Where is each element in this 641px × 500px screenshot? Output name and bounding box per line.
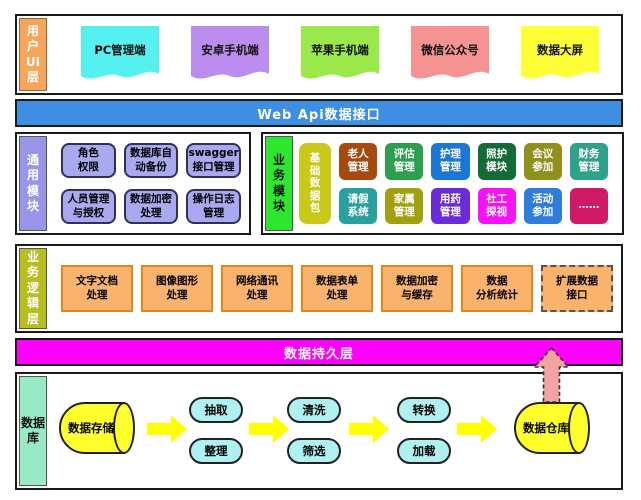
data-warehouse-cylinder: 数据仓库	[514, 402, 590, 454]
flow-arrow-icon	[147, 415, 187, 443]
pill-clean: 清洗	[287, 397, 341, 423]
common-modules-section: 通 用 模 块 角色 权限 数据库自 动备份 swagger 接口管理 人员管理…	[15, 132, 251, 235]
data-storage-cylinder: 数据存储	[59, 402, 135, 454]
pill-extract: 抽取	[189, 397, 243, 423]
tile-nursing-mgmt: 护理 管理	[431, 143, 470, 180]
logic-box-extended-api: 扩展数据 接口	[541, 265, 613, 312]
pill-load: 加载	[397, 438, 451, 464]
flag-label: 安卓手机端	[201, 43, 259, 57]
tile-family-mgmt: 家属 管理	[385, 187, 424, 224]
tile-leave-system: 请假 系统	[339, 187, 378, 224]
tile-meeting-join: 会议 参加	[523, 143, 562, 180]
flow-arrow-icon	[249, 415, 289, 443]
tile-medication-mgmt: 用药 管理	[431, 187, 470, 224]
tile-assessment-mgmt: 评估 管理	[385, 143, 424, 180]
tile-elder-mgmt: 老人 管理	[339, 143, 378, 180]
common-box-db-backup: 数据库自 动备份	[123, 143, 179, 178]
common-box-operation-log: 操作日志 管理	[186, 189, 241, 224]
pill-transform: 转换	[397, 397, 451, 423]
flag-banner-icon	[191, 26, 269, 79]
logic-box-image-graphics: 图像图形 处理	[141, 265, 213, 312]
flag-wechat-account: 微信公众号	[411, 26, 489, 83]
business-modules-section: 业 务 模 块 基 础 数 据 包 老人 管理 评估 管理 护理 管理 照护 模…	[261, 132, 624, 235]
tile-finance-mgmt: 财务 管理	[569, 143, 608, 180]
common-box-swagger: swagger 接口管理	[186, 143, 241, 178]
logic-box-text-doc: 文字文档 处理	[61, 265, 133, 312]
persistence-layer-bar: 数据持久层	[15, 338, 623, 366]
logic-box-analytics: 数据 分析统计	[461, 265, 533, 312]
flag-ios-client: 苹果手机端	[301, 26, 379, 83]
ui-layer-section: 用 户 UI 层 PC管理端 安卓手机端 苹果手机端	[15, 14, 623, 95]
logic-layer-section: 业 务 逻 辑 层 文字文档 处理 图像图形 处理 网络通讯 处理 数据表单 处…	[15, 244, 623, 333]
flag-banner-icon	[521, 26, 599, 79]
logic-boxes-row: 文字文档 处理 图像图形 处理 网络通讯 处理 数据表单 处理 数据加密 与缓存…	[59, 246, 615, 331]
logic-box-network-comm: 网络通讯 处理	[221, 265, 293, 312]
data-warehouse-label: 数据仓库	[523, 421, 569, 435]
flag-label: 微信公众号	[421, 43, 479, 57]
flag-android-client: 安卓手机端	[191, 26, 269, 83]
common-modules-label: 通 用 模 块	[19, 136, 47, 231]
etl-clean-group: 清洗 筛选	[287, 397, 341, 464]
common-box-encryption: 数据加密 处理	[123, 189, 179, 224]
logic-box-data-form: 数据表单 处理	[301, 265, 373, 312]
tile-social-visit: 社工 探视	[477, 187, 516, 224]
web-api-bar: Web Api数据接口	[15, 99, 623, 127]
common-box-staff-auth: 人员管理 与授权	[61, 189, 116, 224]
flow-arrow-icon	[457, 415, 497, 443]
ui-layer-flags: PC管理端 安卓手机端 苹果手机端 微信公众号	[65, 16, 615, 93]
flag-label: PC管理端	[94, 43, 146, 57]
pill-filter: 筛选	[287, 438, 341, 464]
tile-activity-join: 活动 参加	[523, 187, 562, 224]
business-modules-label: 业 务 模 块	[265, 136, 293, 231]
logic-layer-label: 业 务 逻 辑 层	[19, 248, 47, 329]
flag-label: 苹果手机端	[311, 43, 369, 57]
tile-care-module: 照护 模块	[477, 143, 516, 180]
logic-box-encrypt-cache: 数据加密 与缓存	[381, 265, 453, 312]
common-box-role-permission: 角色 权限	[61, 143, 116, 178]
etl-transform-group: 转换 加载	[397, 397, 451, 464]
database-label: 数据 库	[19, 376, 47, 486]
flag-banner-icon	[301, 26, 379, 79]
tile-more: ……	[569, 187, 608, 224]
flag-pc-client: PC管理端	[81, 26, 159, 83]
ui-layer-label: 用 户 UI 层	[19, 18, 47, 91]
common-modules-grid: 角色 权限 数据库自 动备份 swagger 接口管理 人员管理 与授权 数据加…	[61, 143, 241, 224]
etl-extract-group: 抽取 整理	[189, 397, 243, 464]
flag-banner-icon	[81, 26, 159, 79]
business-tiles-grid: 老人 管理 评估 管理 护理 管理 照护 模块 会议 参加 财务 管理 请假 系…	[339, 143, 608, 224]
flag-data-screen: 数据大屏	[521, 26, 599, 83]
flag-label: 数据大屏	[537, 43, 583, 57]
dashed-up-arrow-icon	[533, 347, 570, 403]
database-section: 数据 库 数据存储 抽取 整理 清洗 筛选 转换 加载 数据	[15, 372, 623, 490]
pill-organize: 整理	[189, 438, 243, 464]
flag-banner-icon	[411, 26, 489, 79]
base-data-package: 基 础 数 据 包	[299, 143, 331, 224]
flow-arrow-icon	[349, 415, 389, 443]
data-storage-label: 数据存储	[68, 421, 114, 435]
